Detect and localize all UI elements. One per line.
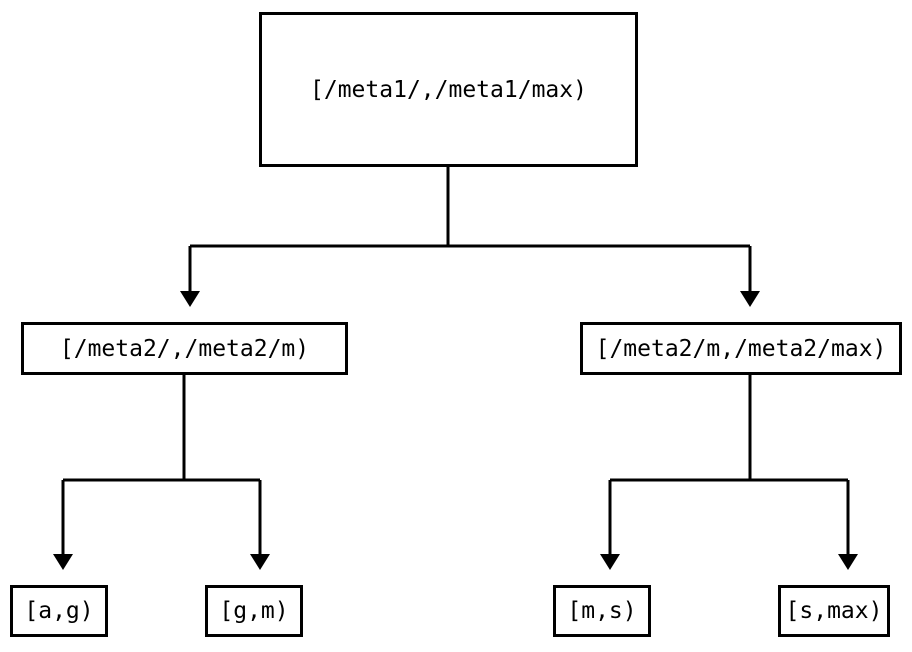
tree-node-leaf-a-g-label: [a,g) (24, 598, 94, 624)
arrowhead-to-mid-right-icon (740, 291, 760, 307)
tree-node-leaf-g-m[interactable]: [g,m) (205, 585, 303, 637)
arrowhead-to-mid-left-icon (180, 291, 200, 307)
arrowhead-to-leaf-a-g-icon (53, 554, 73, 570)
tree-node-root[interactable]: [/meta1/,/meta1/max) (259, 12, 638, 167)
tree-node-leaf-s-max-label: [s,max) (785, 598, 883, 624)
tree-node-leaf-s-max[interactable]: [s,max) (778, 585, 890, 637)
arrowhead-to-leaf-s-max-icon (838, 554, 858, 570)
arrowhead-to-leaf-m-s-icon (600, 554, 620, 570)
tree-node-leaf-m-s-label: [m,s) (567, 598, 637, 624)
tree-node-leaf-m-s[interactable]: [m,s) (553, 585, 651, 637)
arrowhead-to-leaf-g-m-icon (250, 554, 270, 570)
tree-node-mid-right-label: [/meta2/m,/meta2/max) (595, 335, 887, 362)
tree-node-mid-right[interactable]: [/meta2/m,/meta2/max) (580, 322, 902, 375)
tree-node-root-label: [/meta1/,/meta1/max) (310, 76, 587, 103)
tree-node-leaf-g-m-label: [g,m) (219, 598, 289, 624)
tree-node-mid-left-label: [/meta2/,/meta2/m) (59, 335, 310, 362)
tree-node-mid-left[interactable]: [/meta2/,/meta2/m) (21, 322, 348, 375)
tree-node-leaf-a-g[interactable]: [a,g) (10, 585, 108, 637)
